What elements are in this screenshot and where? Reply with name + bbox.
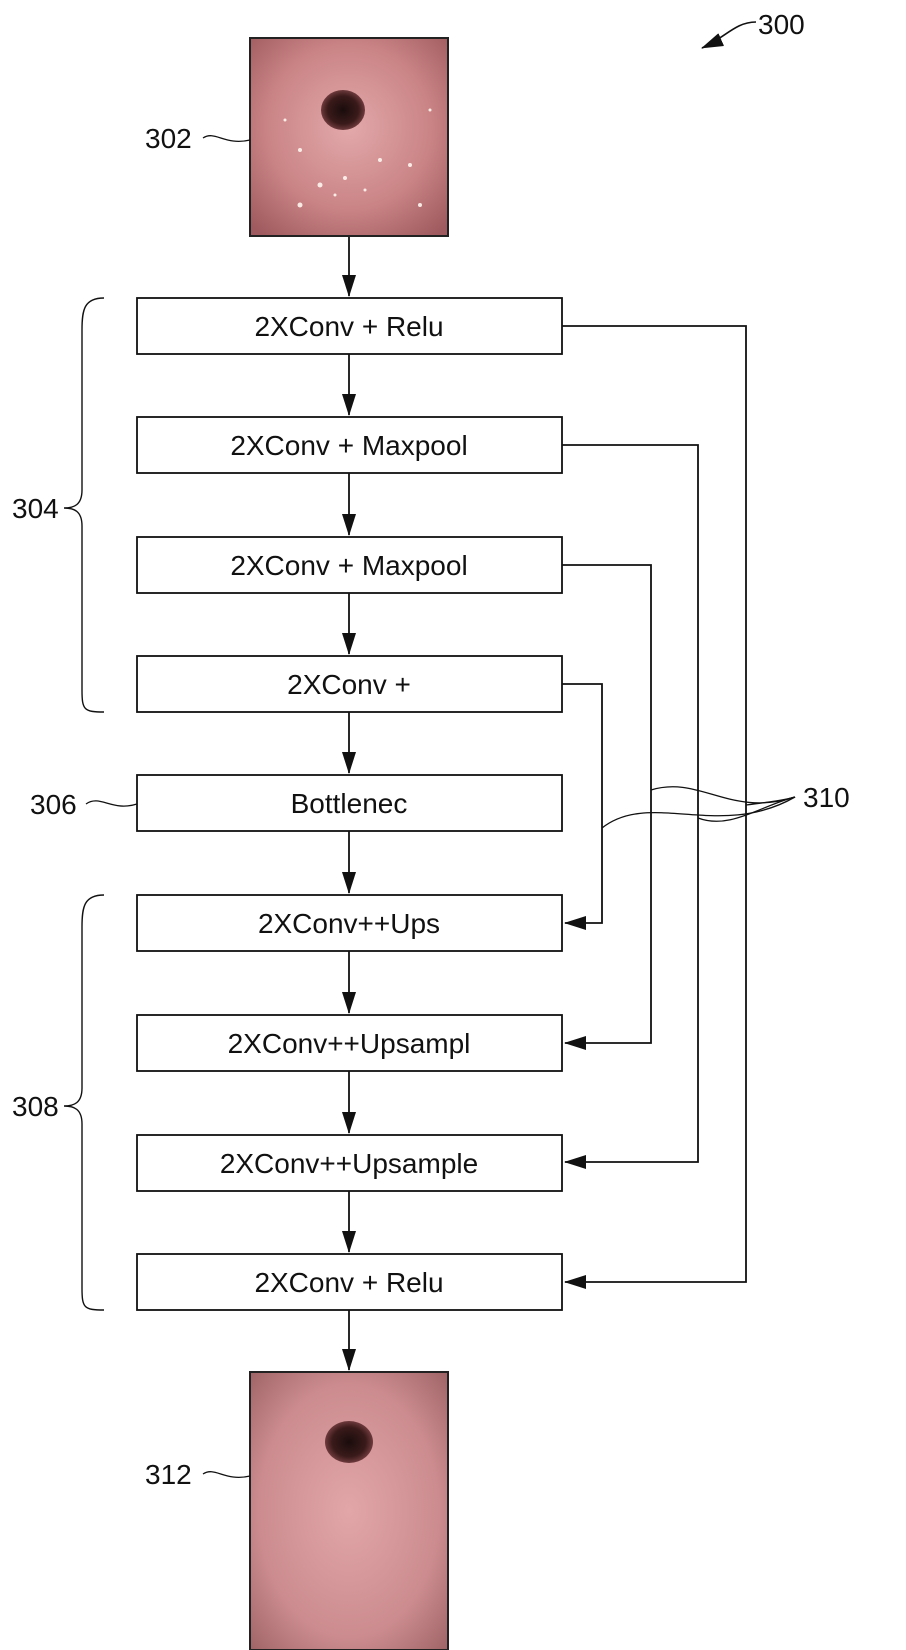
encoder-block-4-label: 2XConv + bbox=[287, 669, 411, 700]
output-ref-leader bbox=[202, 1471, 251, 1478]
skip-connection-2 bbox=[562, 444, 699, 1169]
encoder-block-3-label: 2XConv + Maxpool bbox=[230, 550, 467, 581]
encoder-block-3: 2XConv + Maxpool bbox=[136, 536, 563, 594]
bottleneck-ref: 306 bbox=[30, 789, 77, 820]
encoder-block-1: 2XConv + Relu bbox=[136, 297, 563, 355]
encoder-ref: 304 bbox=[12, 493, 59, 524]
bottleneck-label: Bottlenec bbox=[291, 788, 408, 819]
decoder-brace bbox=[63, 894, 105, 1311]
encoder-block-4: 2XConv + bbox=[136, 655, 563, 713]
specular-highlights bbox=[283, 108, 432, 208]
encoder-block-2: 2XConv + Maxpool bbox=[136, 416, 563, 474]
encoder-brace bbox=[63, 297, 105, 713]
decoder-block-1: 2XConv++Ups bbox=[136, 894, 563, 952]
bottleneck-block: Bottlenec bbox=[136, 774, 563, 832]
figure-pointer-arrow bbox=[701, 21, 757, 49]
decoder-block-2: 2XConv++Upsampl bbox=[136, 1014, 563, 1072]
skip-ref-leaders bbox=[601, 786, 796, 829]
bottleneck-ref-leader bbox=[85, 800, 138, 807]
input-image-ref: 302 bbox=[145, 123, 192, 154]
skip-connection-4 bbox=[562, 683, 603, 930]
decoder-block-3: 2XConv++Upsample bbox=[136, 1134, 563, 1192]
encoder-block-2-label: 2XConv + Maxpool bbox=[230, 430, 467, 461]
skip-connection-1 bbox=[562, 325, 747, 1289]
encoder-block-1-label: 2XConv + Relu bbox=[254, 311, 443, 342]
skip-connection-3 bbox=[562, 564, 652, 1050]
lumen-shape bbox=[321, 90, 365, 130]
skip-connections bbox=[562, 325, 747, 1289]
input-ref-leader bbox=[202, 135, 251, 142]
decoder-ref: 308 bbox=[12, 1091, 59, 1122]
input-image bbox=[249, 37, 449, 237]
skip-connections-ref: 310 bbox=[803, 782, 850, 813]
output-image bbox=[249, 1371, 449, 1650]
decoder-block-2-label: 2XConv++Upsampl bbox=[228, 1028, 471, 1059]
decoder-block-3-label: 2XConv++Upsample bbox=[220, 1148, 478, 1179]
decoder-block-4: 2XConv + Relu bbox=[136, 1253, 563, 1311]
output-lumen-shape bbox=[325, 1421, 373, 1463]
decoder-block-1-label: 2XConv++Ups bbox=[258, 908, 440, 939]
output-image-ref: 312 bbox=[145, 1459, 192, 1490]
figure-number-label: 300 bbox=[758, 9, 805, 40]
decoder-block-4-label: 2XConv + Relu bbox=[254, 1267, 443, 1298]
